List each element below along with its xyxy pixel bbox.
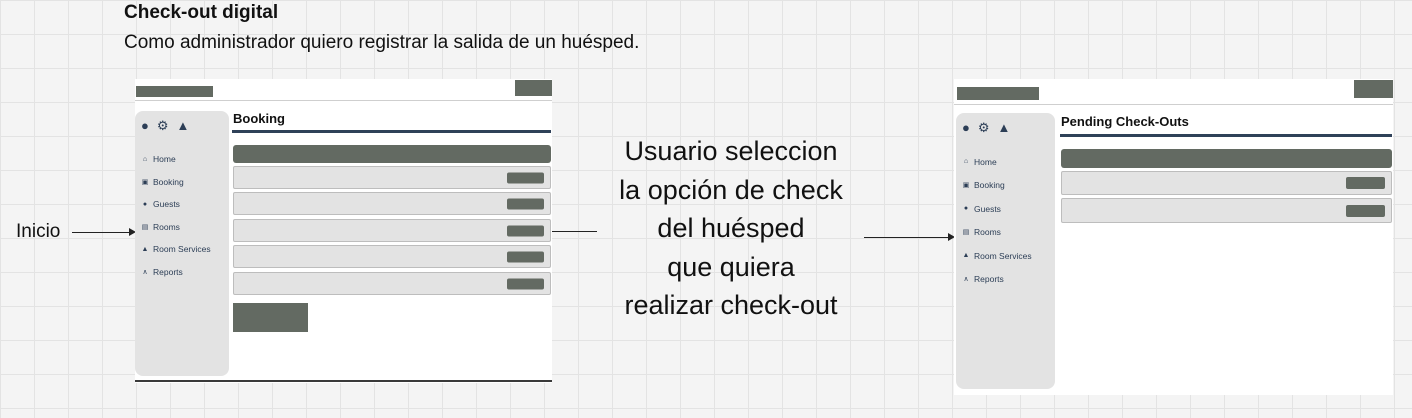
- home-icon: ⌂: [142, 155, 148, 163]
- bed-icon: ▤: [141, 223, 149, 231]
- group-icon: ●: [142, 200, 148, 208]
- nav-item-guests[interactable]: ●Guests: [142, 199, 180, 210]
- chart-icon: ∧: [142, 268, 148, 276]
- nav-item-booking[interactable]: ▣Booking: [962, 180, 1005, 191]
- chart-icon: ∧: [963, 276, 969, 284]
- logo-placeholder: [136, 86, 213, 97]
- story-description: Como administrador quiero registrar la s…: [124, 32, 640, 53]
- bell-icon[interactable]: ▲: [997, 120, 1011, 135]
- title-underline: [232, 130, 551, 133]
- connector-line: [551, 231, 597, 232]
- topbar-button[interactable]: [1354, 80, 1393, 98]
- check-out-button[interactable]: [507, 198, 544, 209]
- home-icon: ⌂: [963, 158, 969, 166]
- step-line-5: realizar check-out: [624, 290, 838, 320]
- table-header-bar: [1061, 149, 1392, 168]
- calendar-icon: ▣: [141, 178, 149, 186]
- sidebar: ● ⚙ ▲ ⌂Home ▣Booking ●Guests ▤Rooms ▲Roo…: [956, 113, 1055, 389]
- wire-topbar: [135, 79, 552, 101]
- nav-item-rooms[interactable]: ▤Rooms: [141, 221, 180, 232]
- table-row[interactable]: [233, 219, 551, 242]
- action-button[interactable]: [233, 303, 308, 332]
- nav-item-guests[interactable]: ●Guests: [963, 203, 1001, 214]
- start-arrowhead: [129, 228, 136, 236]
- logo-placeholder: [957, 87, 1039, 100]
- start-arrow-line: [72, 232, 129, 233]
- sidebar-nav: ⌂Home ▣Booking ●Guests ▤Rooms ▲Room Serv…: [141, 148, 211, 283]
- sidebar: ● ⚙ ▲ ⌂Home ▣Booking ●Guests ▤Rooms ▲Roo…: [135, 111, 229, 376]
- pending-checkouts-wireframe: ● ⚙ ▲ ⌂Home ▣Booking ●Guests ▤Rooms ▲Roo…: [954, 79, 1393, 395]
- step-description: Usuario seleccion la opción de check del…: [600, 132, 862, 325]
- start-label: Inicio: [16, 221, 61, 242]
- wire-bottom-line: [135, 380, 552, 382]
- check-out-button[interactable]: [1346, 204, 1385, 217]
- nav-item-home[interactable]: ⌂Home: [142, 154, 176, 165]
- nav-item-booking[interactable]: ▣Booking: [141, 176, 184, 187]
- title-underline: [1060, 134, 1392, 137]
- nav-item-reports[interactable]: ∧Reports: [142, 266, 183, 277]
- table-row[interactable]: [1061, 198, 1392, 223]
- nav-item-room-services[interactable]: ▲Room Services: [962, 250, 1032, 261]
- topbar-button[interactable]: [515, 80, 552, 96]
- story-title: Check-out digital: [124, 2, 279, 23]
- gear-icon[interactable]: ⚙: [977, 120, 990, 135]
- check-out-button[interactable]: [507, 225, 544, 236]
- bed-icon: ▤: [962, 229, 970, 237]
- step-line-2: la opción de check: [619, 174, 843, 205]
- group-icon: ●: [963, 205, 969, 213]
- sidebar-icons: ● ⚙ ▲: [141, 119, 189, 132]
- check-out-button[interactable]: [507, 278, 544, 289]
- booking-wireframe: ● ⚙ ▲ ⌂Home ▣Booking ●Guests ▤Rooms ▲Roo…: [135, 79, 552, 383]
- sidebar-nav: ⌂Home ▣Booking ●Guests ▤Rooms ▲Room Serv…: [962, 150, 1032, 291]
- check-out-button[interactable]: [507, 172, 544, 183]
- nav-item-room-services[interactable]: ▲Room Services: [141, 244, 211, 255]
- step-line-4: que quiera: [667, 251, 795, 282]
- service-bell-icon: ▲: [141, 245, 149, 253]
- check-out-button[interactable]: [507, 251, 544, 262]
- check-out-button[interactable]: [1346, 177, 1385, 189]
- step-arrow-line: [864, 237, 948, 238]
- wire-topbar: [954, 79, 1393, 105]
- table-row[interactable]: [1061, 171, 1392, 195]
- step-arrowhead: [948, 233, 955, 241]
- table-row[interactable]: [233, 192, 551, 215]
- nav-item-home[interactable]: ⌂Home: [963, 156, 997, 167]
- table-row[interactable]: [233, 166, 551, 189]
- table-row[interactable]: [233, 245, 551, 268]
- sidebar-icons: ● ⚙ ▲: [962, 121, 1010, 134]
- table-row[interactable]: [233, 272, 551, 295]
- table-header-bar: [233, 145, 551, 163]
- user-icon[interactable]: ●: [962, 120, 970, 135]
- nav-item-rooms[interactable]: ▤Rooms: [962, 227, 1001, 238]
- page-title: Pending Check-Outs: [1061, 114, 1189, 129]
- user-icon[interactable]: ●: [141, 118, 149, 133]
- service-bell-icon: ▲: [962, 252, 970, 260]
- step-line-1: Usuario seleccion: [624, 136, 838, 166]
- gear-icon[interactable]: ⚙: [156, 118, 169, 133]
- calendar-icon: ▣: [962, 182, 970, 190]
- nav-item-reports[interactable]: ∧Reports: [963, 274, 1004, 285]
- step-line-3: del huésped: [657, 213, 805, 243]
- page-title: Booking: [233, 111, 285, 126]
- bell-icon[interactable]: ▲: [176, 118, 190, 133]
